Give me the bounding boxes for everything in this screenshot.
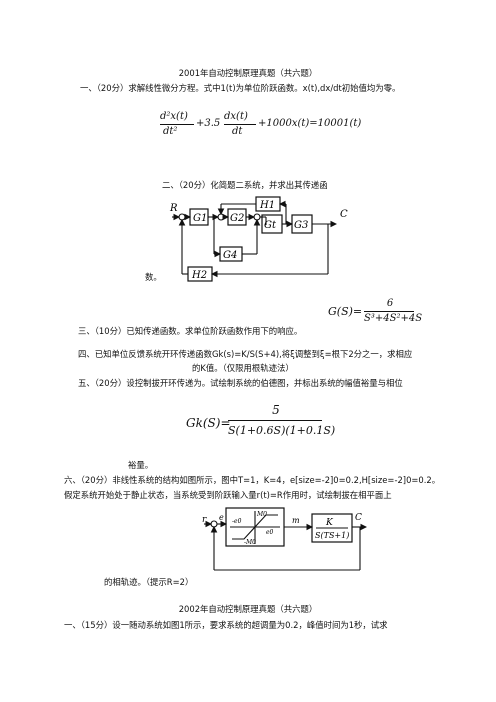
gk-lhs: Gk(S)=: [186, 416, 231, 430]
bd1-label-h2: H2: [191, 270, 207, 281]
question-6-text-3: 的相轨迹。（提示R=2）: [104, 577, 194, 587]
eq1-term2-coef: +3.5: [196, 118, 221, 129]
bd2-nl-characteristic: [232, 514, 278, 540]
bd2-m0-label: M0: [256, 511, 267, 518]
question-4-text: 四、已知单位反馈系统开环传递函数Gk(s)=K/S(S+4),将ξ调整到ξ=根下…: [78, 349, 413, 359]
gk-denominator: S(1+0.6S)(1+0.1S): [228, 424, 336, 437]
bd2-m-label: m: [292, 516, 300, 525]
question-4-text-cont: 的K值。（仅限用根轨迹法）: [192, 363, 294, 373]
question-6-text-2: 假定系统开始处于静止状态，当系统受到阶跃输入量r(t)=R作用时，试绘制拔在相平…: [64, 490, 392, 500]
question-6-text: 六、（20分）非线性系统的结构如图所示，图中T=1，K=4，e[size=-2]…: [64, 475, 441, 485]
bd1-label-gt: Gt: [264, 220, 277, 231]
gs-lhs: G(S)=: [328, 305, 363, 318]
eq1-fraction-bar: [160, 124, 194, 125]
bd1-label-g1: G1: [193, 213, 207, 224]
eq1-fraction-bar-2: [224, 124, 256, 125]
bd1-label-g2: G2: [230, 213, 244, 224]
bd1-sum-2: [217, 213, 225, 221]
exam-title-2002: 2002年自动控制原理真题（共六题）: [178, 604, 318, 614]
eq1-term2-numerator: dx(t): [224, 111, 248, 122]
bd2-plant-num: K: [325, 518, 334, 528]
question-2-text-cont: 数。: [145, 272, 162, 282]
gk-numerator: 5: [272, 403, 280, 417]
bd1-label-h1: H1: [259, 200, 275, 211]
bd2-output-label: C: [355, 513, 362, 523]
bd2-e-label: e: [219, 513, 224, 522]
bd2-plant-block: [311, 513, 353, 543]
eq1-term1-denominator: dt²: [163, 126, 178, 137]
bd1-sum-3: [253, 213, 261, 221]
gs-denominator: S³+4S²+4S: [364, 313, 423, 324]
bd2-input-label: r: [202, 515, 207, 525]
bd2-neg-e0-label: -e0: [232, 518, 242, 525]
gs-numerator: 6: [386, 298, 394, 309]
gs-fraction-bar: [364, 311, 414, 312]
eq1-term2-denominator: dt: [232, 126, 243, 137]
question-1-text: 一、（20分）求解线性微分方程。式中1(t)为单位阶跃函数。x(t),dx/dt…: [80, 83, 401, 93]
question-3-text: 三、（10分）已知传递函数。求单位阶跃函数作用下的响应。: [78, 326, 303, 336]
block-diagram-1: R G1 G2 Gt G3 C H1 G4 H2: [169, 196, 348, 282]
question-5-text-cont: 裕量。: [128, 460, 154, 470]
bd2-plant-den: S(TS+1): [315, 531, 349, 540]
bd2-e0-label: e0: [266, 529, 274, 536]
bd2-sum: [210, 520, 218, 528]
block-diagram-2: r e M0 -e0 e0 -M0 m K S(TS+1) C: [202, 507, 368, 571]
bd1-output-label: C: [340, 209, 348, 220]
exam-title-2001: 2001年自动控制原理真题（共六题）: [178, 68, 318, 78]
eq1-term1-numerator: d²x(t): [160, 111, 188, 122]
bd1-label-g3: G3: [294, 220, 308, 231]
eq1-rest: +1000x(t)=10001(t): [258, 118, 362, 129]
equation-1-image: d²x(t) dt² +3.5 dx(t) dt +1000x(t)=10001…: [160, 111, 372, 145]
bd2-neg-m0-label: -M0: [244, 539, 256, 546]
gk-formula-image: Gk(S)= 5 S(1+0.6S)(1+0.1S): [186, 403, 335, 443]
bd1-input-label: R: [169, 203, 178, 214]
question-2-text: 二、（20分）化简题二系统，并求出其传递函: [162, 180, 328, 190]
gs-formula-image: G(S)= 6 S³+4S²+4S: [328, 298, 422, 328]
gk-fraction-bar: [228, 420, 322, 421]
bd1-label-g4: G4: [223, 250, 237, 261]
bd1-sum-1: [178, 213, 186, 221]
question-5-text: 五、（20分）设控制拔开环传递为。试绘制系统的伯德图，并标出系统的幅值裕量与相位: [78, 378, 403, 388]
question-2002-1-text: 一、（15分）设一随动系统如图1所示，要求系统的超调量为0.2，峰值时间为1秒，…: [64, 620, 388, 630]
